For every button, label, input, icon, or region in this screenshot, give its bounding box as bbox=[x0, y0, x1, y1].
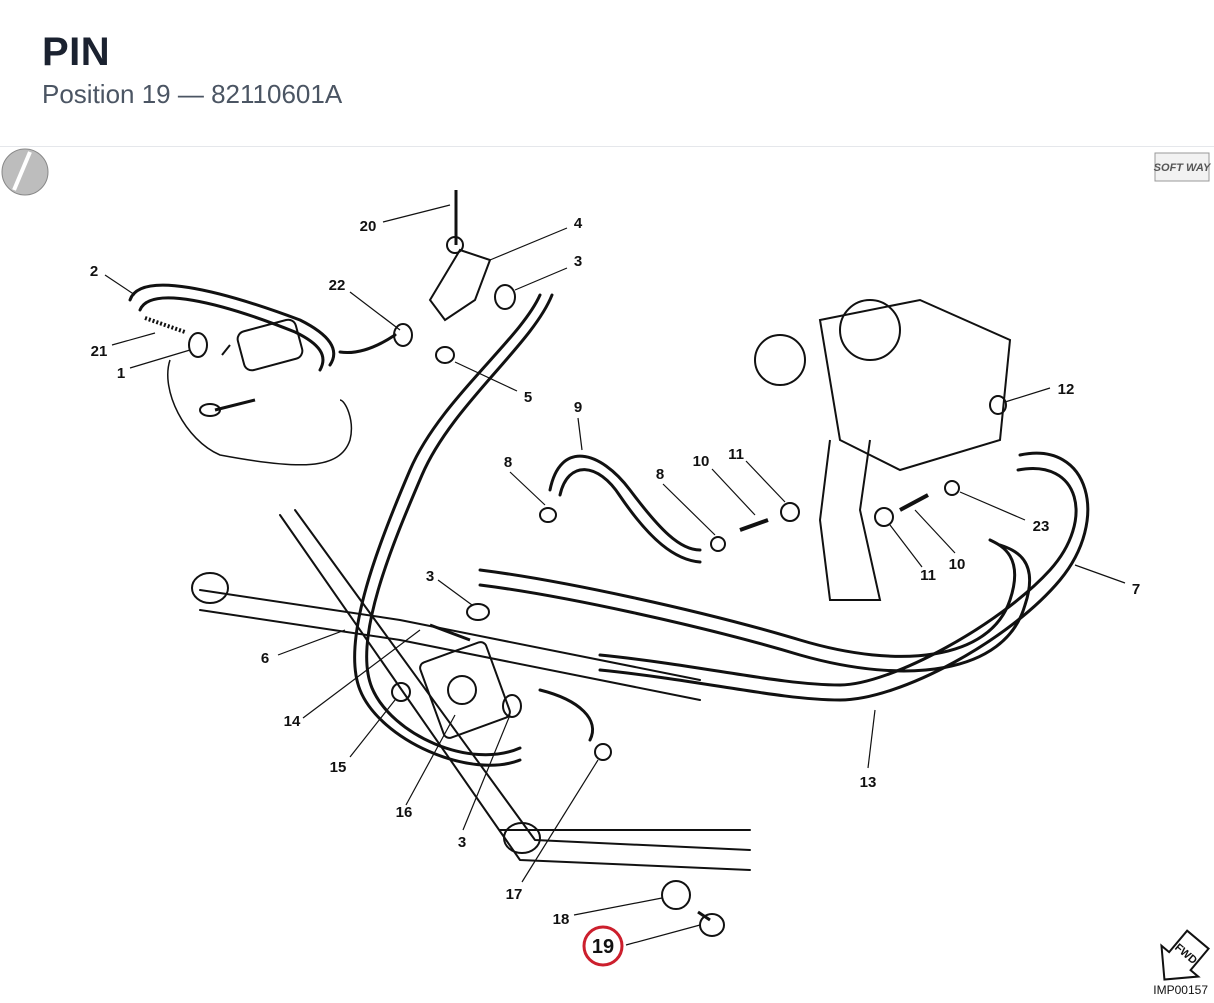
small-hardware bbox=[144, 284, 1007, 937]
page-header: PIN Position 19 — 82110601A bbox=[0, 0, 1214, 146]
callout-10-bottom: 10 bbox=[949, 556, 966, 573]
callout-22: 22 bbox=[329, 277, 346, 294]
page-title: PIN bbox=[42, 30, 111, 74]
components bbox=[167, 190, 1012, 739]
top-left-logo-icon bbox=[1, 148, 49, 196]
callout-13: 13 bbox=[860, 774, 877, 791]
image-code: IMP00157 bbox=[1153, 983, 1208, 997]
leader-lines bbox=[104, 204, 1126, 946]
callout-8-right: 8 bbox=[656, 466, 664, 483]
callout-23: 23 bbox=[1033, 518, 1050, 535]
callout-7: 7 bbox=[1132, 581, 1140, 598]
hoses-and-frame bbox=[128, 283, 1090, 871]
header-divider bbox=[0, 146, 1214, 147]
callout-10-top: 10 bbox=[693, 453, 710, 470]
callout-11-top: 11 bbox=[728, 446, 744, 463]
callout-labels: 20 4 3 2 22 21 1 5 9 12 8 8 10 11 23 3 7… bbox=[90, 215, 1140, 967]
callout-2: 2 bbox=[90, 263, 98, 280]
soft-way-logo-text: SOFT WAY bbox=[1154, 162, 1212, 174]
callout-9: 9 bbox=[574, 399, 582, 416]
callout-18: 18 bbox=[553, 911, 570, 928]
callout-16: 16 bbox=[396, 804, 413, 821]
callout-8-left: 8 bbox=[504, 454, 512, 471]
callout-12: 12 bbox=[1058, 381, 1075, 398]
callout-11-bottom: 11 bbox=[920, 567, 936, 584]
callout-15: 15 bbox=[330, 759, 347, 776]
callout-4: 4 bbox=[574, 215, 583, 232]
callout-14: 14 bbox=[284, 713, 301, 730]
soft-way-logo-icon: SOFT WAY bbox=[1154, 152, 1212, 182]
callout-3-low: 3 bbox=[458, 834, 466, 851]
callout-21: 21 bbox=[91, 343, 108, 360]
callout-20: 20 bbox=[360, 218, 377, 235]
fwd-arrow-icon: FWD bbox=[1160, 929, 1210, 981]
callout-6: 6 bbox=[261, 650, 269, 667]
callout-17: 17 bbox=[506, 886, 523, 903]
callout-19: 19 bbox=[592, 936, 614, 958]
callout-19-highlight-ring bbox=[582, 925, 624, 967]
page-subtitle: Position 19 — 82110601A bbox=[42, 79, 343, 109]
callout-3-mid: 3 bbox=[426, 568, 434, 585]
callout-1: 1 bbox=[117, 365, 125, 382]
callout-3-top: 3 bbox=[574, 253, 582, 270]
callout-5: 5 bbox=[524, 389, 532, 406]
exploded-parts-diagram: SOFT WAY bbox=[1, 148, 1212, 997]
